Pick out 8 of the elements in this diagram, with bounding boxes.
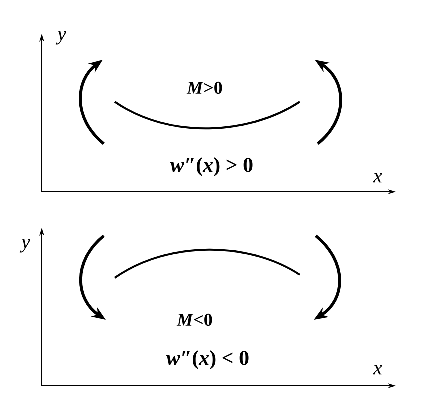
curvature-label: w″(x) > 0 xyxy=(170,157,253,177)
moment-sign-label: M<0 xyxy=(176,314,212,326)
moment-sign-label: M>0 xyxy=(186,82,222,94)
axis-label: y xyxy=(20,239,30,253)
axis-label: x xyxy=(373,173,382,183)
axis-label: x xyxy=(373,365,382,375)
curvature-label: w″(x) < 0 xyxy=(166,350,249,370)
axis-label: y xyxy=(56,31,66,45)
